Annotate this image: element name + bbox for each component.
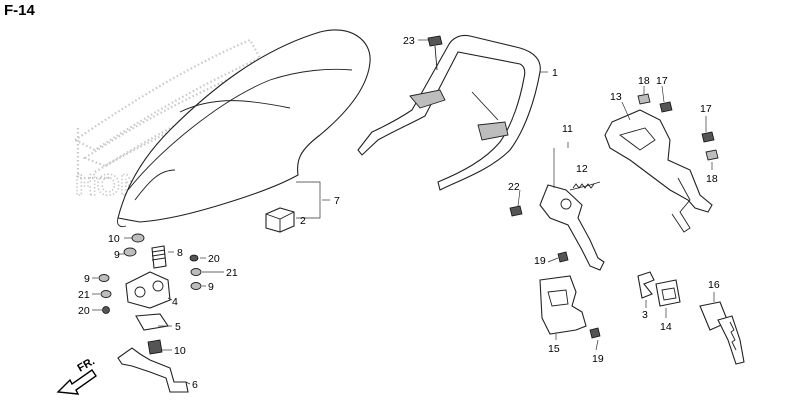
- callout-18a: 18: [638, 75, 650, 87]
- callout-7: 7: [334, 195, 340, 207]
- callout-8: 8: [177, 247, 183, 259]
- seat-lock-assembly-part[interactable]: [509, 181, 605, 271]
- callout-15: 15: [548, 343, 560, 355]
- callout-4: 4: [172, 296, 178, 308]
- page-title: F-14: [4, 2, 35, 19]
- callout-12: 12: [576, 163, 588, 175]
- callout-numbers: 1 2 3 4 5 6 7 8 9 9 9 10 10 11 12 13 14 …: [78, 35, 720, 391]
- callout-10b: 10: [174, 345, 186, 357]
- lock-cover-part[interactable]: [539, 251, 601, 339]
- callout-11: 11: [562, 123, 573, 135]
- callout-19b: 19: [592, 353, 604, 365]
- callout-9c: 9: [208, 281, 214, 293]
- callout-17b: 17: [700, 103, 712, 115]
- callout-17a: 17: [656, 75, 668, 87]
- callout-5: 5: [175, 321, 181, 333]
- key-lock-parts[interactable]: [637, 271, 745, 365]
- lock-bracket-part[interactable]: [604, 93, 719, 233]
- callout-14: 14: [660, 321, 672, 333]
- front-direction-arrow-icon: FR.: [56, 355, 97, 395]
- callout-9a: 9: [114, 249, 120, 261]
- callout-13: 13: [610, 91, 622, 103]
- callout-2: 2: [300, 215, 306, 227]
- seat-hinge-hardware[interactable]: [98, 233, 202, 393]
- bolt-23-part[interactable]: [427, 35, 443, 71]
- callout-3: 3: [642, 309, 648, 321]
- seat-bumper-part[interactable]: [265, 207, 295, 233]
- leader-lines: [92, 39, 715, 385]
- callout-9b: 9: [84, 273, 90, 285]
- callout-20a: 20: [208, 253, 220, 265]
- callout-22: 22: [508, 181, 520, 193]
- callout-20b: 20: [78, 305, 90, 317]
- callout-10a: 10: [108, 233, 120, 245]
- callout-19a: 19: [534, 255, 546, 267]
- callout-23: 23: [403, 35, 415, 47]
- callout-1: 1: [552, 67, 558, 79]
- callout-16: 16: [708, 279, 720, 291]
- callout-21b: 21: [78, 289, 90, 301]
- callout-18b: 18: [706, 173, 718, 185]
- grab-rail-part[interactable]: [357, 34, 541, 191]
- callout-6: 6: [192, 379, 198, 391]
- callout-21a: 21: [226, 267, 238, 279]
- seat-part[interactable]: [117, 29, 371, 228]
